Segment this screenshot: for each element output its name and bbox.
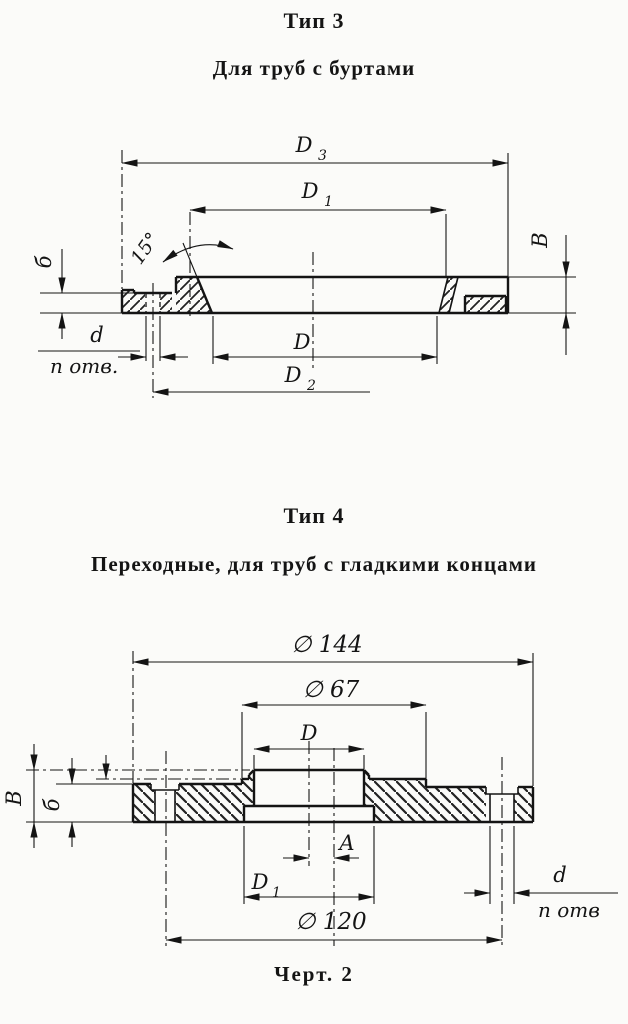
dim-label-d: d <box>553 863 566 887</box>
dim-label-b-small: б <box>40 798 64 811</box>
type4-title: Тип 4 <box>283 503 345 528</box>
dim-label-d1: D <box>301 179 319 203</box>
holes-note: n отв. <box>50 354 118 378</box>
type3-labels: D 3 D 1 15° б В d n отв. D D 2 <box>32 133 552 394</box>
type4-centerlines <box>26 651 503 946</box>
dim-label-angle: 15° <box>126 228 163 268</box>
figure-caption: Черт. 2 <box>274 962 354 986</box>
dim-label-d1-sub: 1 <box>324 194 333 210</box>
dim-label-b-small: б <box>32 255 56 268</box>
type3-hatching <box>122 277 506 313</box>
type3-title: Тип 3 <box>283 8 345 33</box>
dim-label-d1: D <box>251 870 269 894</box>
dim-label-bore: D <box>300 721 318 745</box>
type4-labels: ∅ 144 ∅ 67 D В б A D 1 ∅ 120 d n отв <box>2 632 600 935</box>
type4-extension-lines <box>26 653 534 904</box>
type4-dimension-lines <box>30 658 618 944</box>
dim-label-d: d <box>90 323 103 347</box>
dim-label-bolt-circle: ∅ 120 <box>295 909 366 935</box>
dim-label-offset: A <box>337 831 354 855</box>
dim-label-d2: D <box>284 363 302 387</box>
type4-flange-section <box>131 768 535 824</box>
dim-label-bore: D <box>293 330 311 354</box>
dim-label-face-dia: ∅ 67 <box>303 677 360 703</box>
dim-label-outer-dia: ∅ 144 <box>291 632 362 658</box>
angle-arc <box>162 240 234 263</box>
dim-label-d1-sub: 1 <box>272 885 281 901</box>
dim-label-b-big: В <box>2 790 26 806</box>
type4-hatching <box>133 770 533 822</box>
type4-drawing: ∅ 144 ∅ 67 D В б A D 1 ∅ 120 d n отв <box>2 632 618 946</box>
dim-label-d2-sub: 2 <box>306 378 316 394</box>
dim-label-d3: D <box>295 133 313 157</box>
type3-flange-section <box>120 275 510 315</box>
dim-label-b-big: В <box>528 232 552 248</box>
type3-centerlines <box>121 150 314 398</box>
type3-subtitle: Для труб с буртами <box>212 56 416 80</box>
dim-label-d3-sub: 3 <box>318 148 327 164</box>
type4-subtitle: Переходные, для труб с гладкими концами <box>91 552 537 576</box>
holes-note: n отв <box>538 898 600 922</box>
type3-drawing: D 3 D 1 15° б В d n отв. D D 2 <box>32 133 576 398</box>
type3-dimension-lines <box>58 159 570 396</box>
